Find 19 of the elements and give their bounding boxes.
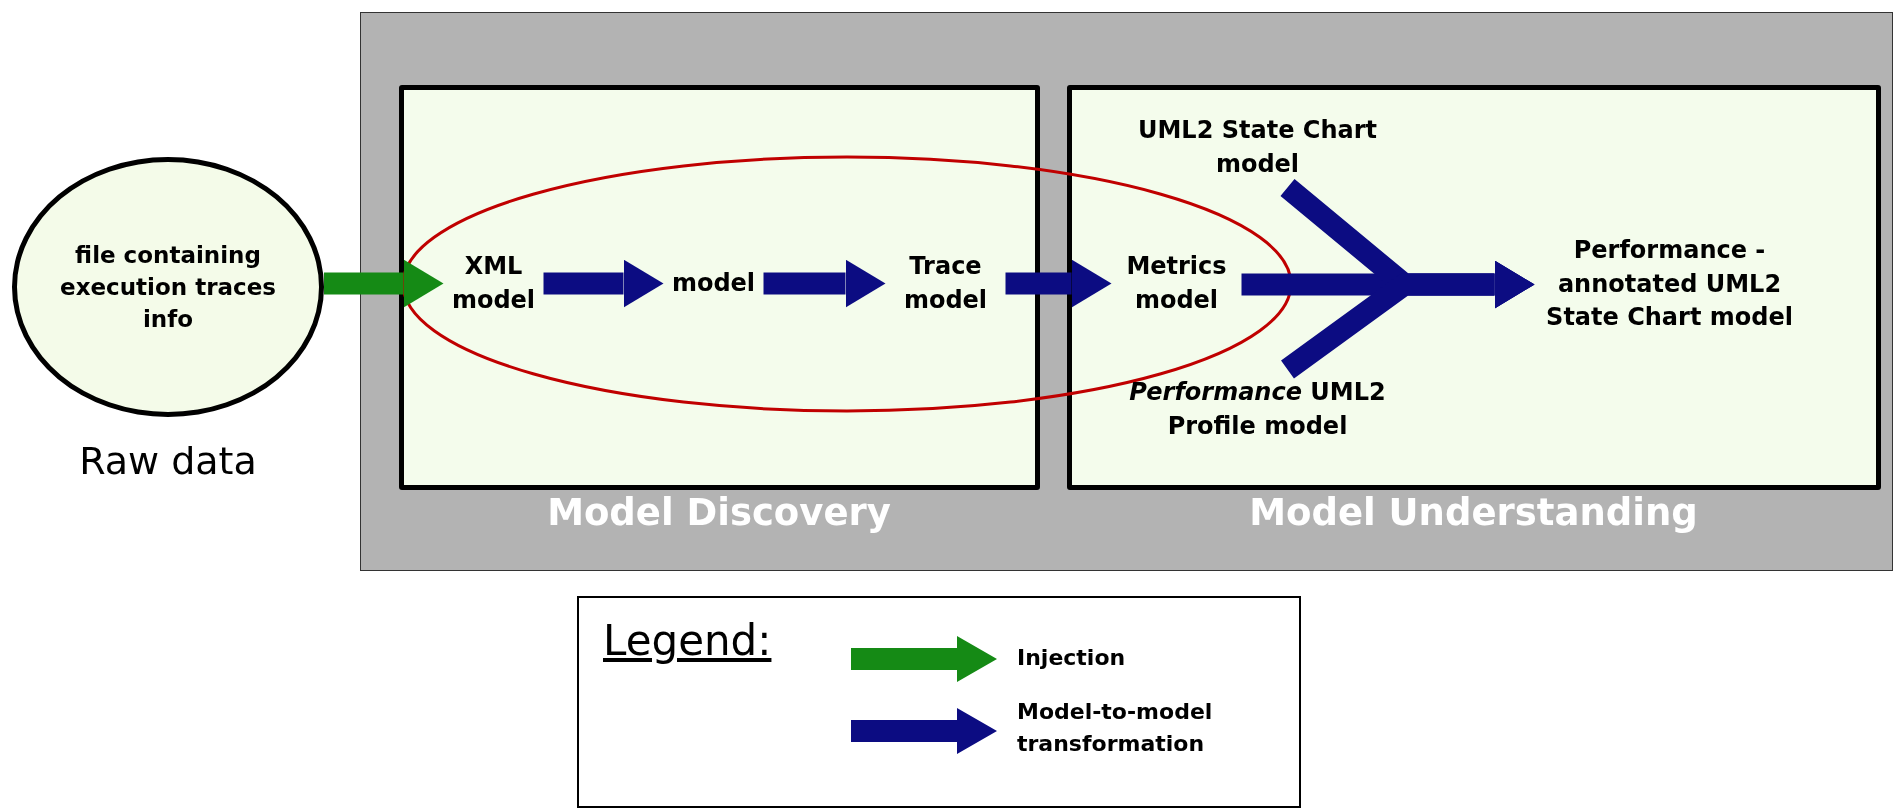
- panel-background: [360, 12, 1893, 571]
- legend-title: Legend:: [603, 616, 772, 665]
- arrow: [324, 259, 444, 308]
- arrow: [1005, 259, 1112, 308]
- legend-text: Injection: [1017, 644, 1127, 672]
- model-label: Trace model: [885, 243, 1006, 324]
- arrow: [1281, 260, 1535, 379]
- model-label: model: [663, 243, 764, 324]
- model-label: UML2 State Chart model: [1097, 107, 1418, 188]
- source-text: file containing execution traces info: [59, 240, 277, 335]
- model-label: Performance UML2 Profile model: [1097, 369, 1418, 450]
- stage-heading: Model Discovery: [547, 490, 891, 534]
- model-label: XML model: [443, 243, 544, 324]
- caption-text: Raw data: [79, 439, 257, 483]
- model-label: Metrics model: [1111, 243, 1242, 324]
- stage-heading: Model Understanding: [1249, 490, 1698, 534]
- legend-text: Model-to-model transformation: [1017, 698, 1214, 758]
- arrow: [763, 259, 886, 308]
- model-label: Performance -annotated UML2 State Chart model: [1534, 199, 1805, 370]
